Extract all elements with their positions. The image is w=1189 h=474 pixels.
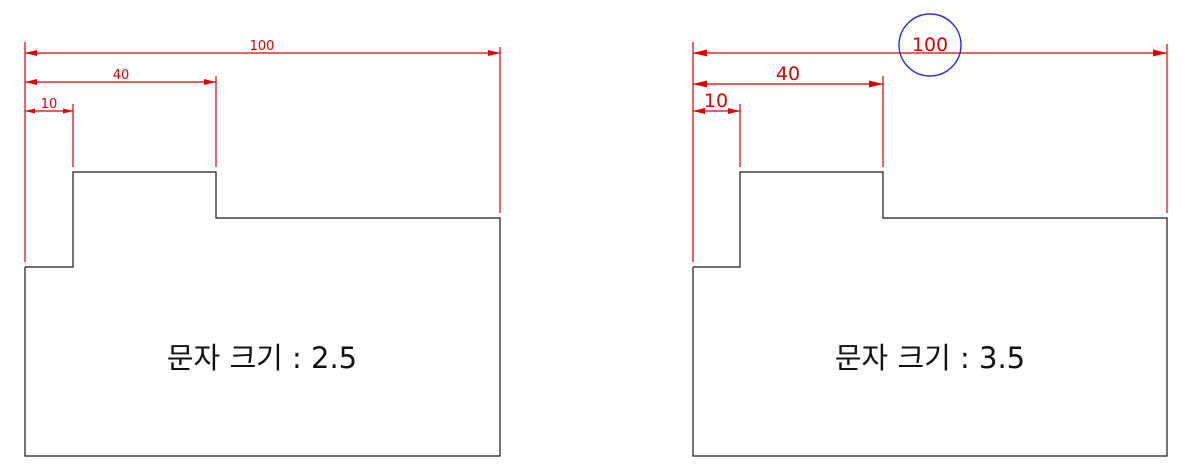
arrowhead xyxy=(728,108,740,114)
dimension-text-100: 100 xyxy=(912,34,948,56)
caption-text-size: 문자 크기 : 3.5 xyxy=(835,341,1025,375)
dimension-40: 40 xyxy=(693,63,883,88)
arrowhead xyxy=(25,79,37,85)
arrowhead xyxy=(204,79,216,85)
dimension-text-10: 10 xyxy=(41,97,58,112)
dimension-text-40: 40 xyxy=(113,68,130,83)
drawing-text-size-2-5: 100 40 10 문자 크기 : 2.5 xyxy=(24,39,501,457)
dimension-100: 100 xyxy=(25,39,500,56)
arrowhead xyxy=(25,50,37,56)
drawing-text-size-3-5: 100 40 10 문자 크기 : 3.5 xyxy=(692,13,1168,457)
arrowhead xyxy=(1153,49,1167,57)
dimension-100: 100 xyxy=(693,13,1167,77)
arrowhead xyxy=(25,108,35,114)
arrowhead xyxy=(693,108,705,114)
arrowhead xyxy=(693,80,707,88)
part-outline xyxy=(692,171,1168,457)
dimension-text-40: 40 xyxy=(776,63,800,85)
arrowhead xyxy=(869,80,883,88)
dimension-10: 10 xyxy=(693,90,740,114)
dimension-text-100: 100 xyxy=(250,39,275,54)
arrowhead xyxy=(693,49,707,57)
dimension-text-10: 10 xyxy=(704,90,728,112)
arrowhead xyxy=(63,108,73,114)
arrowhead xyxy=(488,50,500,56)
part-outline xyxy=(24,171,501,457)
dimension-10: 10 xyxy=(25,97,73,114)
dimension-40: 40 xyxy=(25,68,216,85)
highlight-circle xyxy=(898,13,962,77)
caption-text-size: 문자 크기 : 2.5 xyxy=(167,341,357,375)
